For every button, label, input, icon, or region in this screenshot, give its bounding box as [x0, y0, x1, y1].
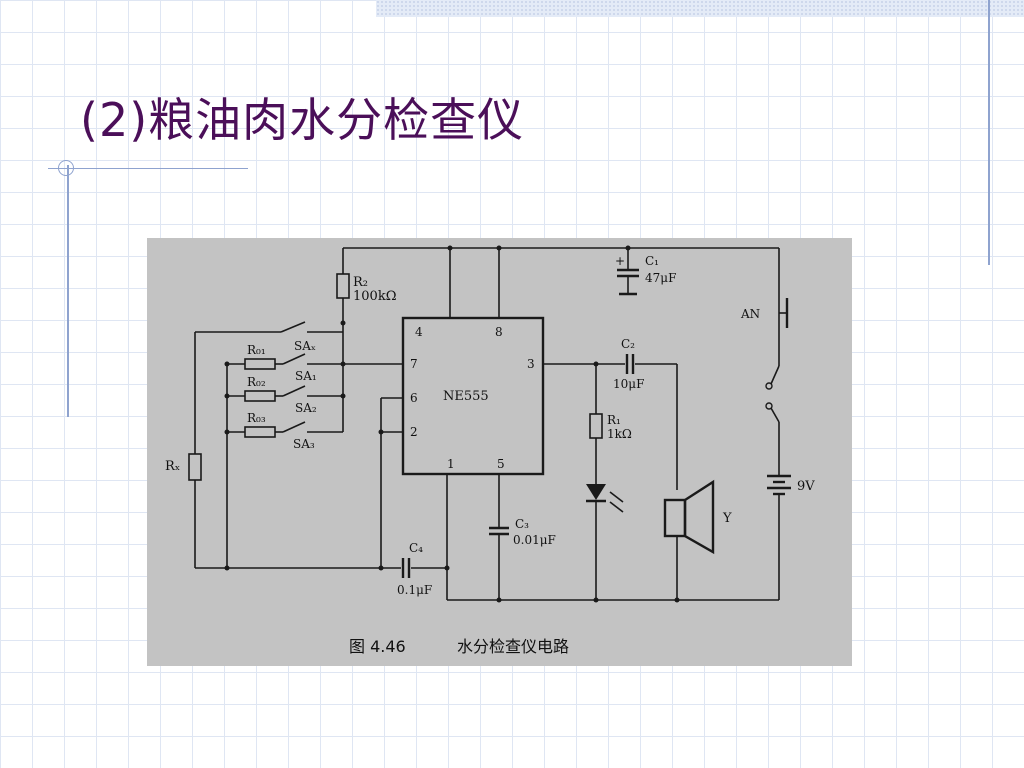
junction-dot	[224, 565, 230, 571]
speaker-label: Y	[722, 511, 732, 526]
sa1-label: SA₁	[295, 369, 317, 383]
junction-dot	[378, 565, 384, 571]
decorative-vertical-line-right	[988, 0, 990, 265]
c1-plus: +	[615, 254, 625, 268]
switch-contact-bottom	[765, 402, 773, 410]
junction-dot	[224, 361, 230, 367]
caption-number: 图 4.46	[349, 637, 406, 656]
speaker-body	[663, 498, 687, 538]
c2-label: C₂	[621, 337, 635, 351]
c1-value: 47μF	[645, 271, 676, 285]
junction-dot	[224, 429, 230, 435]
rx-label: Rₓ	[165, 459, 180, 474]
r02-label: R₀₂	[247, 375, 266, 389]
c4-value: 0.1μF	[397, 583, 432, 597]
r03-resistor	[244, 426, 276, 438]
decorative-horizontal-line	[48, 168, 248, 169]
pin-8-label: 8	[495, 325, 503, 339]
r03-label: R₀₃	[247, 411, 266, 425]
junction-dot	[444, 565, 450, 571]
ne555-chip	[401, 316, 545, 476]
junction-dot	[340, 320, 346, 326]
sa1-switch	[282, 353, 306, 365]
led-light-arrow-2	[609, 501, 624, 513]
switch-contact-top	[765, 382, 773, 390]
an-label: AN	[740, 307, 760, 321]
junction-dot	[378, 429, 384, 435]
sa3-switch	[282, 421, 306, 433]
sax-switch	[280, 321, 306, 333]
r1-resistor	[589, 413, 603, 439]
circuit-figure: R₂ 100kΩ NE555 4 8 7 6 2 3 1 5 SAₓ	[147, 238, 852, 666]
c1-label: C₁	[645, 254, 659, 268]
r2-label: R₂	[353, 275, 368, 290]
switch-wire-bottom	[770, 407, 780, 423]
pin-7-label: 7	[410, 357, 418, 371]
sa3-label: SA₃	[293, 437, 315, 451]
led-light-arrow-1	[609, 491, 624, 503]
slide-title: (2)粮油肉水分检查仪	[80, 93, 525, 147]
decorative-vertical-line-left	[67, 165, 69, 417]
r2-value: 100kΩ	[353, 289, 396, 304]
r2-resistor	[336, 273, 350, 299]
speaker-cone	[683, 479, 715, 555]
c3-label: C₃	[515, 517, 529, 531]
r1-label: R₁	[607, 413, 621, 427]
c2-value: 10μF	[613, 377, 644, 391]
battery-label: 9V	[797, 479, 815, 494]
r01-label: R₀₁	[247, 343, 266, 357]
r02-resistor	[244, 390, 276, 402]
switch-wire-top	[770, 365, 780, 385]
chip-name: NE555	[443, 389, 489, 404]
junction-dot	[447, 245, 453, 251]
caption-text: 水分检查仪电路	[457, 637, 569, 656]
pin-6-label: 6	[410, 391, 418, 405]
r01-resistor	[244, 358, 276, 370]
pin-5-label: 5	[497, 457, 505, 471]
junction-dot	[224, 393, 230, 399]
sax-label: SAₓ	[294, 339, 316, 353]
junction-dot	[496, 245, 502, 251]
c4-label: C₄	[409, 541, 423, 555]
junction-dot	[340, 393, 346, 399]
pin-1-label: 1	[447, 457, 455, 471]
r1-value: 1kΩ	[607, 427, 632, 441]
circuit-diagram: R₂ 100kΩ NE555 4 8 7 6 2 3 1 5 SAₓ	[165, 245, 815, 656]
led-diode	[586, 484, 606, 500]
junction-dot	[625, 245, 631, 251]
decorative-circle	[58, 160, 74, 176]
sa2-label: SA₂	[295, 401, 317, 415]
sa2-switch	[282, 385, 306, 397]
header-decorative-band	[376, 0, 1024, 17]
junction-dot	[496, 597, 502, 603]
pin-3-label: 3	[527, 357, 535, 371]
rx-resistor	[188, 453, 202, 481]
pin-4-label: 4	[415, 325, 423, 339]
pin-2-label: 2	[410, 425, 418, 439]
c3-value: 0.01μF	[513, 533, 556, 547]
